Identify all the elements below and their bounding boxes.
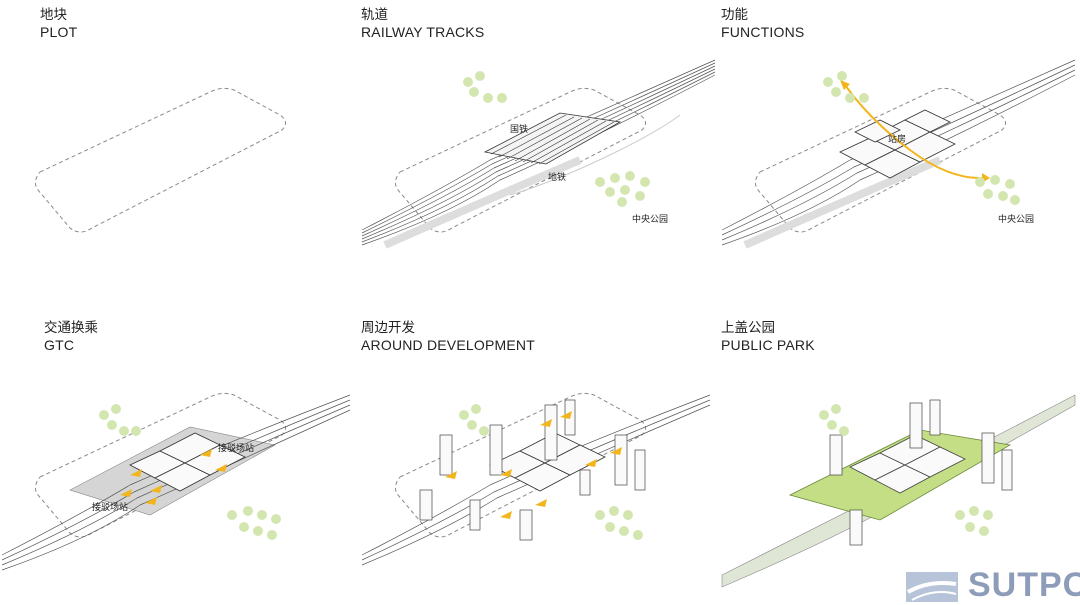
panel-plot: 地块 PLOT bbox=[0, 0, 360, 300]
panel-gtc: 交通换乘 GTC 接驳场站 接驳场站 bbox=[0, 305, 360, 605]
development-drawing bbox=[361, 392, 711, 566]
plot-drawing bbox=[34, 87, 286, 233]
panel-title: 地块 PLOT bbox=[40, 7, 77, 41]
station-building bbox=[849, 434, 966, 494]
logo-swoosh bbox=[907, 581, 957, 594]
panel-development: 周边开发 AROUND DEVELOPMENT bbox=[360, 305, 720, 605]
title-en: PUBLIC PARK bbox=[721, 337, 815, 353]
road-band bbox=[743, 156, 942, 249]
label-metro: 地铁 bbox=[548, 171, 566, 183]
arrow-group bbox=[120, 449, 227, 505]
title-en: FUNCTIONS bbox=[721, 24, 805, 40]
title-zh: 地块 bbox=[40, 7, 67, 23]
flow-arrow bbox=[844, 84, 986, 180]
road-band bbox=[383, 156, 582, 249]
title-zh: 轨道 bbox=[361, 7, 388, 23]
tree-group bbox=[99, 404, 281, 540]
platform-tracks bbox=[490, 114, 615, 165]
panel-park: 上盖公园 PUBLIC PARK bbox=[720, 305, 1080, 605]
panel-title: 轨道 RAILWAY TRACKS bbox=[361, 7, 484, 41]
label-station-hall: 站房 bbox=[888, 133, 906, 145]
road-line bbox=[509, 114, 681, 196]
plot-boundary bbox=[34, 87, 286, 233]
track-bundle bbox=[361, 59, 716, 246]
panel-railway: 轨道 RAILWAY TRACKS 国铁 地铁 中央公园 bbox=[360, 0, 720, 300]
panel-title: 交通换乘 GTC bbox=[44, 320, 98, 354]
title-zh: 功能 bbox=[721, 7, 748, 23]
title-en: PLOT bbox=[40, 24, 78, 40]
title-zh: 上盖公园 bbox=[721, 320, 775, 336]
plot-boundary bbox=[394, 392, 646, 538]
label-national-rail: 国铁 bbox=[510, 123, 528, 135]
gtc-drawing: 接驳场站 接驳场站 bbox=[1, 392, 351, 571]
towers bbox=[829, 399, 1013, 546]
tree-group bbox=[459, 404, 643, 540]
park-drawing bbox=[721, 394, 1076, 588]
panel-functions: 功能 FUNCTIONS 站房 中央公园 bbox=[720, 0, 1080, 300]
arrow-head bbox=[840, 80, 850, 90]
title-en: AROUND DEVELOPMENT bbox=[361, 337, 535, 353]
panel-title: 周边开发 AROUND DEVELOPMENT bbox=[361, 320, 535, 354]
tree-group bbox=[463, 71, 650, 207]
plot-boundary bbox=[754, 87, 1006, 233]
station-building bbox=[129, 432, 246, 492]
functions-drawing: 站房 中央公园 bbox=[721, 59, 1076, 249]
logo-wordmark: SUTPC bbox=[968, 566, 1080, 604]
label-central-park: 中央公园 bbox=[998, 213, 1034, 225]
track-bundle bbox=[1, 394, 351, 571]
plot-boundary bbox=[394, 87, 646, 233]
title-en: RAILWAY TRACKS bbox=[361, 24, 485, 40]
national-platform bbox=[483, 112, 622, 165]
tree-group bbox=[823, 71, 1020, 205]
panel-title: 上盖公园 PUBLIC PARK bbox=[721, 320, 815, 354]
title-en: GTC bbox=[44, 337, 75, 353]
title-zh: 周边开发 bbox=[361, 320, 415, 336]
tree-group bbox=[819, 404, 993, 536]
title-zh: 交通换乘 bbox=[44, 320, 98, 336]
sutpc-logo-icon bbox=[906, 572, 958, 602]
railway-drawing: 国铁 地铁 中央公园 bbox=[361, 59, 716, 249]
panel-title: 功能 FUNCTIONS bbox=[721, 7, 804, 41]
plot-boundary bbox=[34, 392, 286, 538]
label-central-park: 中央公园 bbox=[632, 213, 668, 225]
label-transfer-east: 接驳场站 bbox=[218, 442, 254, 454]
track-bundle bbox=[361, 394, 711, 566]
label-transfer-west: 接驳场站 bbox=[92, 501, 128, 513]
station-building bbox=[839, 109, 956, 179]
logo-swoosh bbox=[911, 591, 957, 601]
arrow-group bbox=[445, 411, 622, 519]
